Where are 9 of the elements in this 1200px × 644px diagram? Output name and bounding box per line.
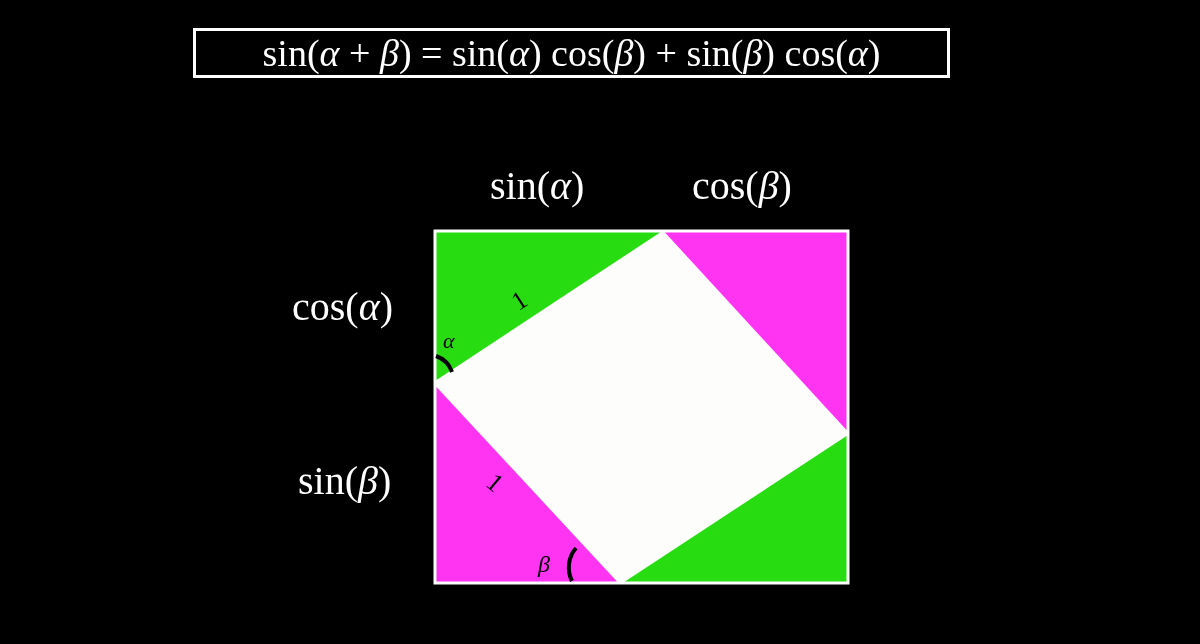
math-label: sin(β) xyxy=(298,461,392,501)
formula-title: sin(α + β) = sin(α) cos(β) + sin(β) cos(α) xyxy=(193,28,950,78)
math-label: α xyxy=(443,330,455,352)
math-label: cos(β) xyxy=(692,166,792,206)
math-label: cos(α) xyxy=(292,287,393,327)
math-label: β xyxy=(538,552,550,576)
math-label: 1 xyxy=(506,286,533,316)
math-label: 1 xyxy=(481,468,508,498)
math-label: sin(α) xyxy=(490,166,585,206)
